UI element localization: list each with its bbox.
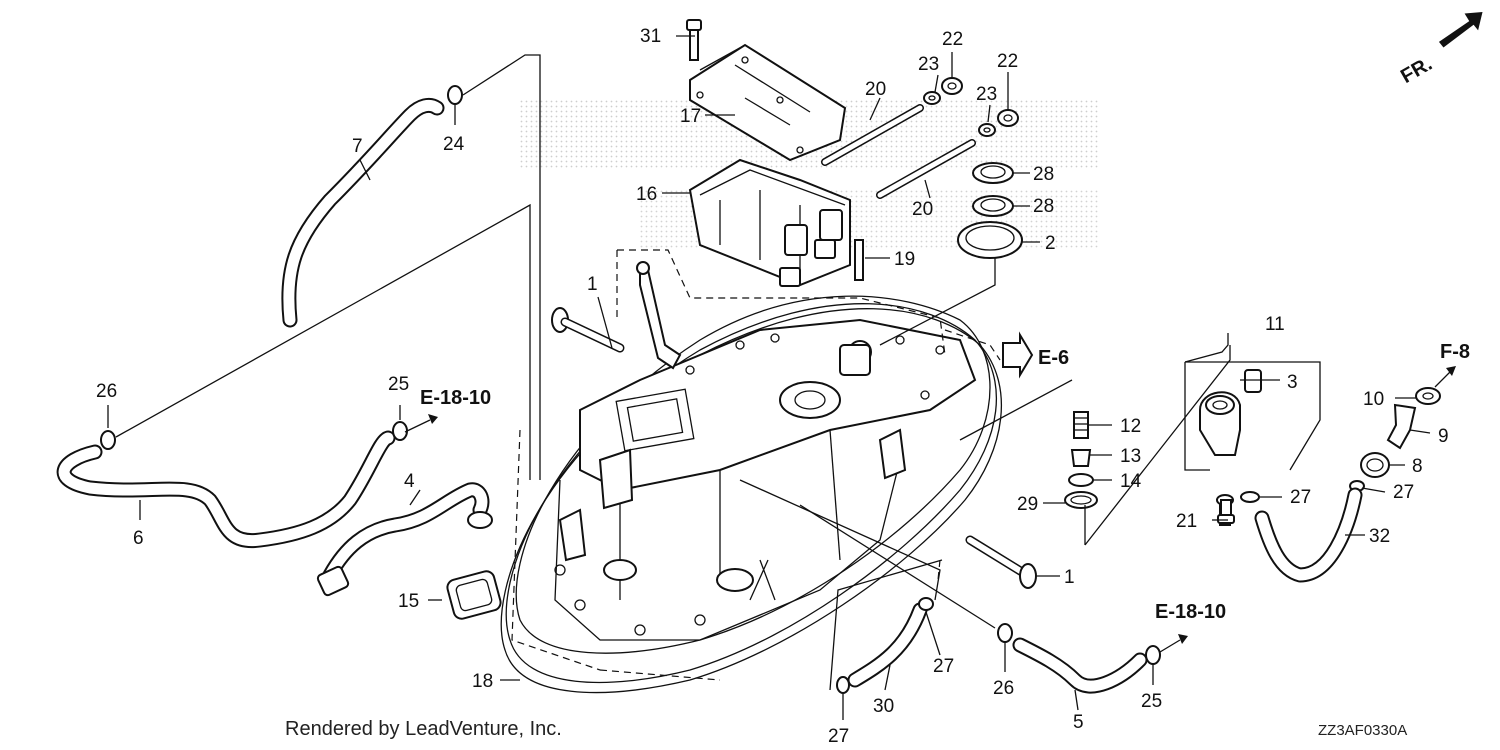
oil-seals [957,162,1023,259]
ref-f8: F-8 [1440,341,1470,363]
part-label-23-left: 23 [918,54,939,75]
part-labels: 31 17 16 20 20 19 23 22 23 22 28 28 2 7 … [96,26,1449,747]
part-label-29: 29 [1017,494,1038,515]
part-label-7: 7 [352,136,363,157]
part-label-2: 2 [1045,233,1056,254]
hose-7 [281,97,445,328]
hose-32 [1254,487,1363,583]
hose-30 [847,602,928,688]
part-label-28-bottom: 28 [1033,196,1054,217]
ref-e18-left: E-18-10 [420,387,491,409]
part-label-11: 11 [1265,314,1285,335]
part-label-16: 16 [636,184,657,205]
base-plate-assembly [500,261,1003,694]
cover-plate [689,43,847,162]
part-label-26-right: 26 [993,678,1014,699]
ref-e6: E-6 [1038,347,1069,369]
part-label-32: 32 [1369,526,1390,547]
hose-clamps [100,85,1161,694]
hose-6 [56,430,396,549]
part-label-21: 21 [1176,511,1197,532]
stud-bolts [821,104,976,199]
part-label-30: 30 [873,696,894,717]
fitting-parts [1349,387,1441,492]
part-label-10: 10 [1363,389,1384,410]
part-label-12: 12 [1120,416,1141,437]
part-label-22-left: 22 [942,29,963,50]
part-label-27-right-b: 27 [1393,482,1414,503]
hose-5 [1012,637,1148,694]
reference-arrows [404,331,1456,653]
diagram-code: ZZ3AF0330A [1318,722,1408,739]
ref-e18-right: E-18-10 [1155,601,1226,623]
part-label-23-right: 23 [976,84,997,105]
part-label-8: 8 [1412,456,1423,477]
stud-19 [854,239,864,281]
part-label-14: 14 [1120,471,1142,492]
bolt-31 [686,19,702,61]
mount-block [688,158,851,287]
part-label-20-top: 20 [865,79,886,100]
part-label-25-right: 25 [1141,691,1162,712]
relief-valve-stack [1064,411,1098,509]
nuts-and-washers [923,77,1019,137]
part-label-31: 31 [640,26,661,47]
part-label-22-right: 22 [997,51,1018,72]
part-label-25-left: 25 [388,374,409,395]
part-label-26-left: 26 [96,381,117,402]
bolt-1-right [965,535,1037,589]
part-label-5: 5 [1073,712,1084,733]
bolt-21 [1217,499,1235,524]
part-label-27-right-a: 27 [1290,487,1311,508]
part-label-27-mid: 27 [933,656,954,677]
part-label-3: 3 [1287,372,1298,393]
leader-lines [107,35,1431,720]
part-label-28-top: 28 [1033,164,1054,185]
part-label-24: 24 [443,134,465,155]
grommet-15 [446,570,502,620]
part-label-4: 4 [404,471,415,492]
front-label: FR. [1397,53,1436,88]
part-label-1-right: 1 [1064,567,1075,588]
front-direction-arrow: FR. [1397,11,1483,88]
part-label-19: 19 [894,249,915,270]
part-label-9: 9 [1438,426,1449,447]
part-label-15: 15 [398,591,419,612]
part-label-6: 6 [133,528,144,549]
part-label-27-bottom: 27 [828,726,849,747]
part-label-13: 13 [1120,446,1141,467]
part-label-18: 18 [472,671,493,692]
part-label-20-mid: 20 [912,199,933,220]
credit-text: Rendered by LeadVenture, Inc. [285,718,562,740]
part-label-17: 17 [680,106,701,127]
hose-4 [316,482,493,597]
part-label-1-left: 1 [587,274,598,295]
